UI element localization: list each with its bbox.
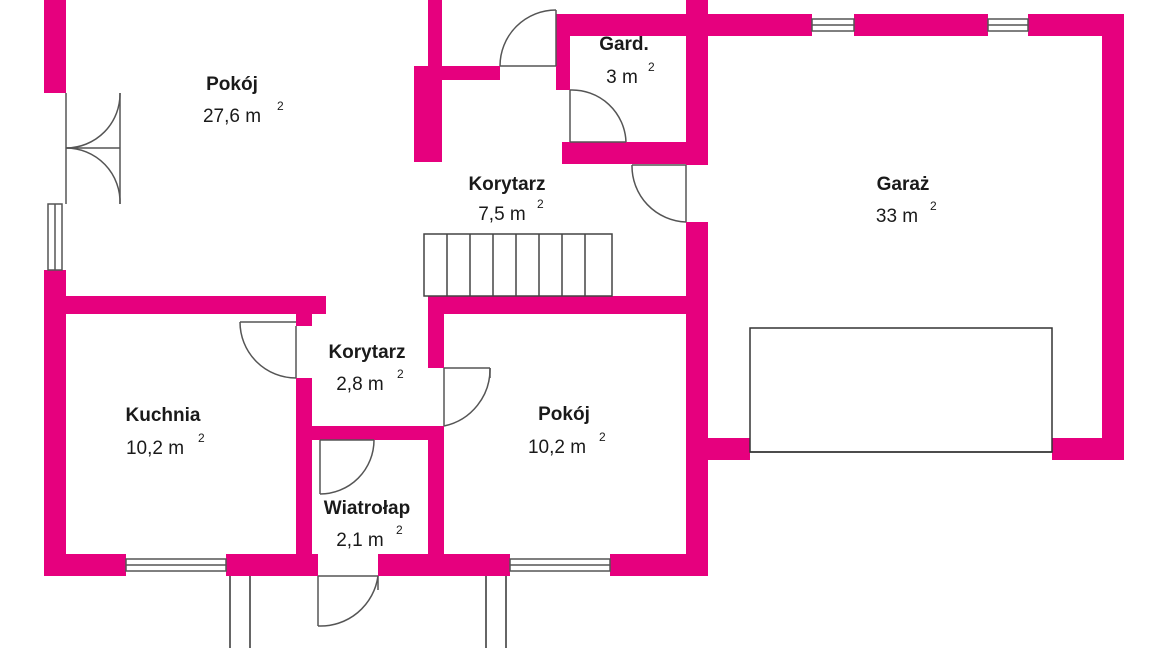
- wall-wiatrolap-top: [296, 426, 444, 440]
- room-area: 2,1 m: [336, 530, 384, 551]
- room-area-sup: 2: [599, 430, 606, 444]
- door-kuchnia: [239, 321, 297, 379]
- terrace-lines: [229, 576, 507, 648]
- room-name: Pokój: [538, 404, 590, 425]
- garage-gate: [749, 327, 1053, 453]
- wall-left-lower: [44, 270, 66, 576]
- room-area: 27,6 m: [203, 106, 261, 127]
- wall-top-stub: [428, 0, 442, 72]
- wall-bottom-4: [610, 554, 708, 576]
- room-area: 7,5 m: [478, 204, 526, 225]
- wall-upper-block: [414, 66, 442, 162]
- room-area: 10,2 m: [528, 437, 586, 458]
- room-label-gard: Gard. 3 m 2: [599, 34, 655, 88]
- wall-kuchnia-top: [44, 296, 326, 314]
- wall-gard-top: [556, 14, 692, 36]
- wall-gard-bottom: [562, 142, 690, 164]
- room-area-sup: 2: [930, 199, 937, 213]
- room-area-sup: 2: [396, 523, 403, 537]
- wall-house-right-lower: [686, 222, 708, 576]
- wall-garage-top-2: [854, 14, 988, 36]
- wall-left-upper: [44, 0, 66, 93]
- room-label-wiatrolap: Wiatrołap 2,1 m 2: [324, 498, 410, 551]
- room-label-korytarz-upper: Korytarz 7,5 m 2: [468, 174, 545, 225]
- stairs: [423, 233, 613, 297]
- room-name: Kuchnia: [126, 405, 201, 426]
- door-entrance: [317, 575, 379, 627]
- door-pokoj-double: [65, 92, 121, 205]
- room-area-sup: 2: [537, 197, 544, 211]
- wall-corridor-right-upper: [428, 296, 444, 368]
- wall-corridor-right-lower: [428, 426, 444, 576]
- room-label-kuchnia: Kuchnia 10,2 m 2: [126, 405, 205, 459]
- door-wiatrolap: [319, 439, 375, 495]
- wall-garage-top-3: [1028, 14, 1124, 36]
- walls: [44, 0, 1124, 576]
- room-label-garaz: Garaż 33 m 2: [876, 174, 937, 227]
- room-area-sup: 2: [648, 60, 655, 74]
- room-name: Wiatrołap: [324, 498, 410, 519]
- room-name: Korytarz: [468, 174, 545, 195]
- wall-pokoj-small-top: [428, 296, 688, 314]
- room-name: Garaż: [877, 174, 930, 195]
- windows: [47, 18, 1029, 572]
- room-area: 33 m: [876, 206, 918, 227]
- wall-gard-left: [556, 14, 570, 90]
- door-pokoj-small: [443, 367, 491, 427]
- room-area-sup: 2: [198, 431, 205, 445]
- room-name: Korytarz: [328, 342, 405, 363]
- wall-house-right-upper: [686, 0, 708, 165]
- doors: [65, 9, 687, 627]
- wall-bottom-2: [226, 554, 318, 576]
- room-name: Pokój: [206, 74, 258, 95]
- room-name: Gard.: [599, 34, 649, 55]
- room-area-sup: 2: [397, 367, 404, 381]
- room-area-sup: 2: [277, 99, 284, 113]
- room-area: 10,2 m: [126, 438, 184, 459]
- wall-corridor-left-stub: [296, 296, 312, 326]
- wall-corridor-left: [296, 378, 312, 576]
- wall-garage-right: [1102, 14, 1124, 460]
- door-gard: [569, 89, 627, 143]
- stairs-outline: [423, 233, 613, 297]
- wall-garage-bottom-left: [686, 438, 750, 460]
- room-label-korytarz-lower: Korytarz 2,8 m 2: [328, 342, 405, 395]
- wall-garage-bottom-right: [1052, 438, 1124, 460]
- room-label-pokoj-main: Pokój 27,6 m 2: [203, 74, 284, 127]
- room-label-pokoj-small: Pokój 10,2 m 2: [528, 404, 606, 458]
- door-upper-corridor: [499, 9, 557, 67]
- room-area: 2,8 m: [336, 374, 384, 395]
- wall-bottom-1: [44, 554, 126, 576]
- room-area: 3 m: [606, 67, 638, 88]
- wall-garage-top-1: [686, 14, 812, 36]
- door-garage: [631, 164, 687, 223]
